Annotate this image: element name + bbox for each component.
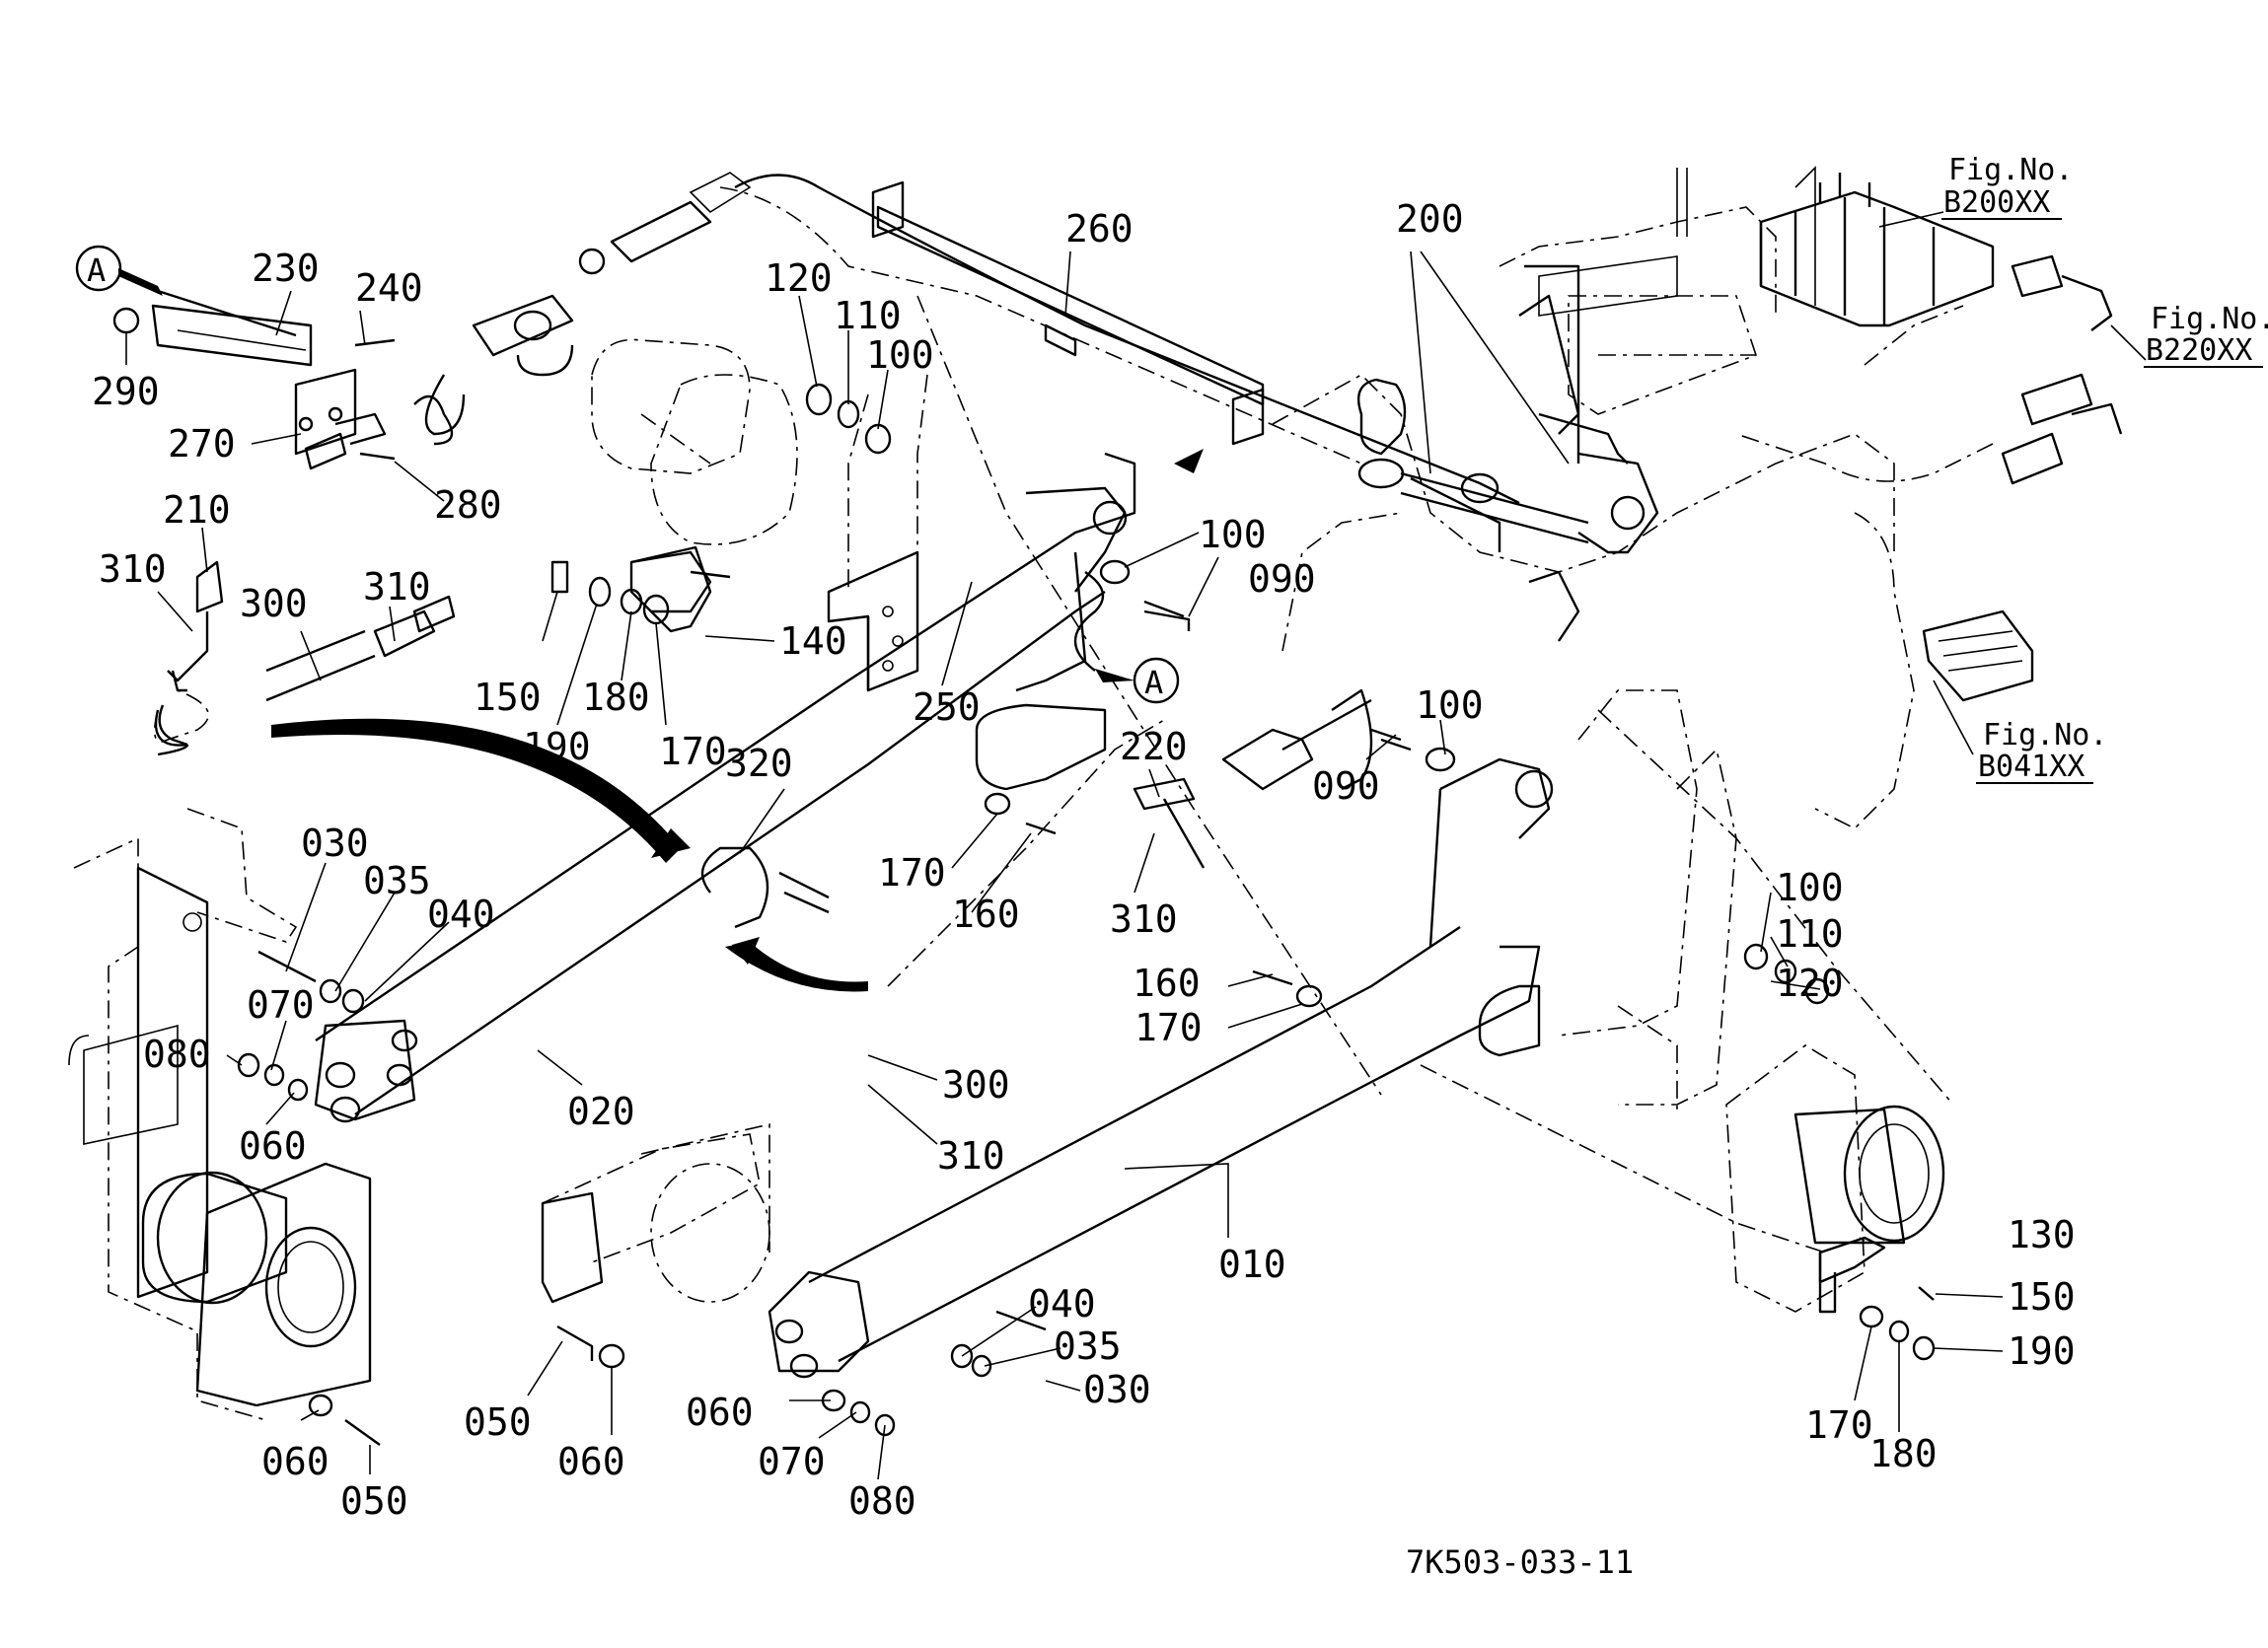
fig-ref-b220: Fig.No. B220XX xyxy=(2144,302,2268,368)
callout-270: 270 xyxy=(168,422,236,466)
callout-320: 320 xyxy=(725,742,793,785)
cross-bar-260 xyxy=(871,180,1265,446)
callout-230: 230 xyxy=(252,247,320,290)
callout-030: 030 xyxy=(301,822,369,865)
callout-170: 170 xyxy=(1134,1006,1203,1049)
callout-020: 020 xyxy=(567,1090,635,1133)
callout-140: 140 xyxy=(779,619,847,663)
callout-180: 180 xyxy=(582,676,650,719)
callout-170: 170 xyxy=(878,851,946,895)
callout-035: 035 xyxy=(1054,1325,1122,1368)
callout-060: 060 xyxy=(686,1391,754,1434)
fig-ref-b200-caption: Fig.No. xyxy=(1948,153,2073,187)
callout-160: 160 xyxy=(1133,962,1201,1005)
fig-ref-b220-caption: Fig.No. xyxy=(2151,302,2268,336)
callout-260: 260 xyxy=(1065,207,1134,251)
callout-170: 170 xyxy=(1805,1403,1873,1447)
pivot-brackets-200 xyxy=(1356,264,1659,642)
callout-120: 120 xyxy=(1776,962,1844,1005)
callout-040: 040 xyxy=(1028,1282,1096,1326)
hydraulic-hose-runs xyxy=(153,186,1994,1254)
callout-a-letter-center: A xyxy=(1144,664,1163,701)
callout-130: 130 xyxy=(2008,1213,2076,1256)
callout-035: 035 xyxy=(363,859,431,902)
support-bracket-250 xyxy=(827,374,928,692)
part-callouts: 010 020 030 030 035 035 040 040 050 050 … xyxy=(87,197,2076,1523)
callout-110: 110 xyxy=(834,294,902,337)
callout-010: 010 xyxy=(1218,1243,1286,1286)
callout-220: 220 xyxy=(1120,725,1188,768)
callout-310: 310 xyxy=(1110,897,1178,941)
callout-a-markers xyxy=(75,245,1180,704)
right-main-frame xyxy=(1272,166,1915,1114)
fastener-symbols xyxy=(112,307,1936,1446)
callout-100: 100 xyxy=(866,333,934,377)
drawing-number: 7K503-033-11 xyxy=(1406,1543,1634,1581)
callout-050: 050 xyxy=(464,1400,532,1444)
fig-ref-b200-number: B200XX xyxy=(1943,185,2050,220)
left-mount-frame xyxy=(68,808,372,1421)
callout-040: 040 xyxy=(427,893,495,936)
callout-310: 310 xyxy=(99,547,167,591)
callout-110: 110 xyxy=(1776,912,1844,956)
callout-170: 170 xyxy=(659,730,727,773)
right-axle-housing xyxy=(1725,1044,1945,1313)
callout-160: 160 xyxy=(952,893,1020,936)
callout-030: 030 xyxy=(1083,1368,1151,1411)
bolt-090-upper xyxy=(1143,609,1412,752)
callout-310: 310 xyxy=(363,565,431,609)
callout-150: 150 xyxy=(474,676,542,719)
callout-240: 240 xyxy=(355,266,423,310)
callout-060: 060 xyxy=(239,1124,307,1168)
cable-tie-320 xyxy=(700,846,830,929)
figure-references: Fig.No. B200XX Fig.No. B220XX Fig.No. B0… xyxy=(1941,153,2268,784)
fig-ref-b220-number: B220XX xyxy=(2146,333,2252,368)
callout-300: 300 xyxy=(240,582,308,625)
fig-ref-b200: Fig.No. B200XX xyxy=(1941,153,2073,220)
callout-100: 100 xyxy=(1199,513,1267,556)
callout-300: 300 xyxy=(942,1063,1010,1107)
leader-lines xyxy=(125,211,2147,1480)
callout-060: 060 xyxy=(261,1440,329,1483)
callout-290: 290 xyxy=(92,370,160,413)
callout-070: 070 xyxy=(247,983,315,1027)
callout-070: 070 xyxy=(758,1440,826,1483)
callout-080: 080 xyxy=(848,1479,916,1523)
fig-ref-b041-caption: Fig.No. xyxy=(1983,718,2107,752)
bracket-140 xyxy=(630,545,731,633)
callout-210: 210 xyxy=(163,488,231,532)
fig-ref-b041: Fig.No. B041XX xyxy=(1976,718,2107,784)
callout-120: 120 xyxy=(765,256,833,300)
arm-020 xyxy=(314,452,1136,1123)
callout-250: 250 xyxy=(913,685,981,729)
callout-280: 280 xyxy=(434,483,502,527)
step-plate xyxy=(1922,609,2034,702)
control-valve-block xyxy=(1759,173,2123,485)
hydraulic-hoses-upper xyxy=(424,172,1520,869)
arm-010 xyxy=(768,757,1554,1379)
callout-150: 150 xyxy=(2008,1275,2076,1319)
callout-090: 090 xyxy=(1248,557,1316,601)
callout-a-letter-left: A xyxy=(87,251,106,289)
flow-arrows xyxy=(271,449,1204,992)
left-lower-bracket xyxy=(541,1122,770,1304)
callout-090: 090 xyxy=(1312,764,1380,808)
parts-artwork xyxy=(68,166,2123,1446)
callout-080: 080 xyxy=(143,1033,211,1076)
bracket-130 xyxy=(1818,1236,1886,1314)
callout-190: 190 xyxy=(523,725,591,768)
callout-100: 100 xyxy=(1416,683,1484,727)
hardware-group-upper-left xyxy=(151,304,454,470)
callout-180: 180 xyxy=(1869,1432,1938,1475)
callout-060: 060 xyxy=(557,1440,625,1483)
callout-190: 190 xyxy=(2008,1329,2076,1373)
callout-a-circle-left xyxy=(75,245,122,292)
fig-ref-b041-number: B041XX xyxy=(1978,750,2085,784)
callout-200: 200 xyxy=(1396,197,1464,241)
axle-housing-center xyxy=(591,338,798,613)
callout-310: 310 xyxy=(937,1134,1005,1178)
callout-100: 100 xyxy=(1776,866,1844,909)
callout-050: 050 xyxy=(340,1479,408,1523)
